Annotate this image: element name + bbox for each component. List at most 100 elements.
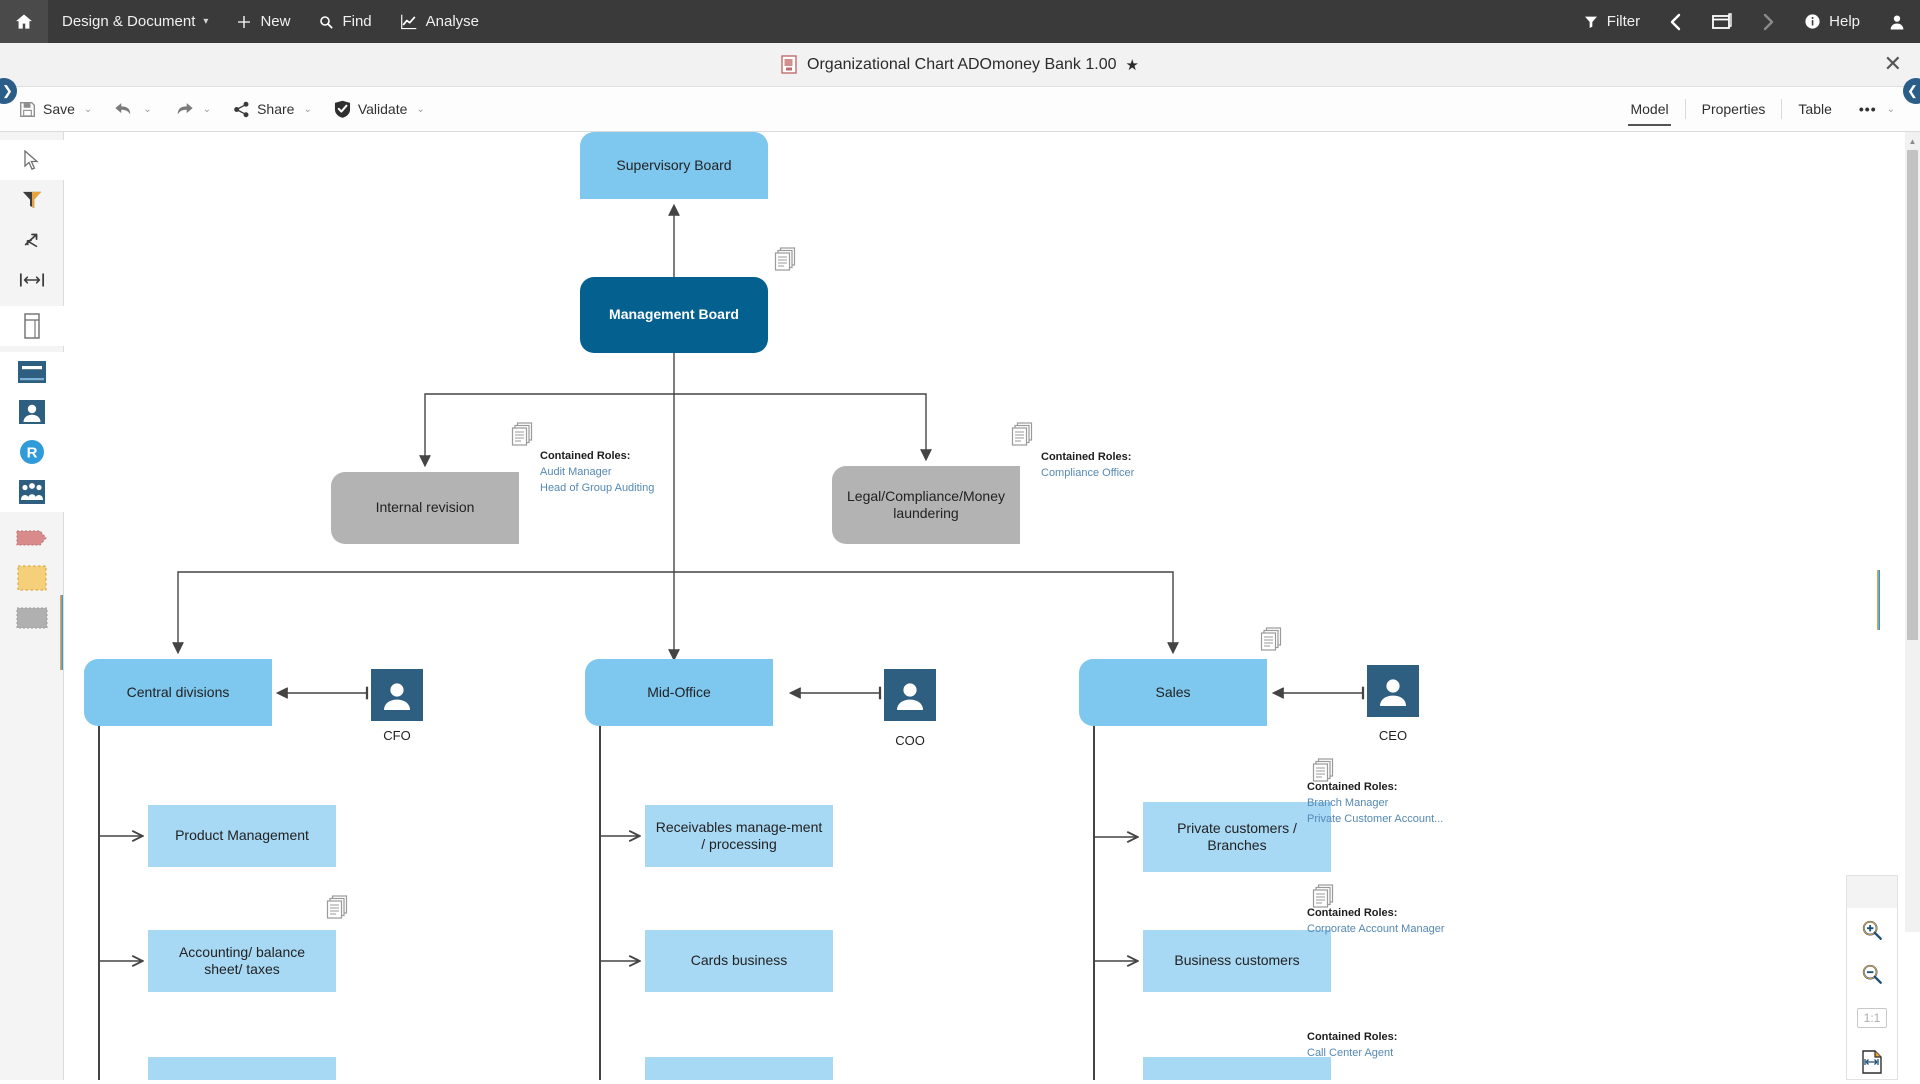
filter-button[interactable]: Filter xyxy=(1569,0,1654,43)
docs-internal-revision-icon[interactable] xyxy=(511,422,533,446)
node-internal-revision[interactable]: Internal revision xyxy=(331,472,519,544)
menu-new[interactable]: New xyxy=(222,0,304,43)
menu-analyse[interactable]: Analyse xyxy=(386,0,493,43)
share-label: Share xyxy=(257,101,294,117)
node-product-management[interactable]: Product Management xyxy=(148,805,336,867)
menu-find[interactable]: Find xyxy=(304,0,385,43)
sticky-note-icon[interactable] xyxy=(0,558,64,598)
node-accounting-balance-sheet-taxes[interactable]: Accounting/ balance sheet/ taxes xyxy=(148,930,336,992)
tab-table[interactable]: Table xyxy=(1782,87,1847,132)
nav-forward-button[interactable] xyxy=(1746,0,1790,43)
performer-ceo-label: CEO xyxy=(1353,728,1433,743)
toolbar-overflow-button[interactable]: ••• ⌄ xyxy=(1848,87,1906,132)
organizational-unit-icon[interactable] xyxy=(0,352,64,392)
zoom-out-button[interactable] xyxy=(1847,952,1897,996)
node-supervisory-board[interactable]: Supervisory Board xyxy=(580,132,768,199)
filter-tool-icon[interactable] xyxy=(0,180,64,220)
node-central-divisions-child-3[interactable] xyxy=(148,1057,336,1080)
node-label: Receivables manage-ment / processing xyxy=(655,819,823,854)
vertical-scrollbar[interactable]: ▲ xyxy=(1905,132,1920,932)
roles-private-customers: Contained Roles: Branch Manager Private … xyxy=(1307,780,1443,828)
nav-back-button[interactable] xyxy=(1654,0,1698,43)
home-button[interactable] xyxy=(0,0,48,43)
scroll-up-icon[interactable]: ▲ xyxy=(1905,134,1920,148)
performer-ceo[interactable] xyxy=(1367,665,1419,717)
node-private-customers-branches[interactable]: Private customers / Branches xyxy=(1143,802,1331,872)
performer-cfo[interactable] xyxy=(371,669,423,721)
role-item[interactable]: Head of Group Auditing xyxy=(540,481,654,497)
node-label: Cards business xyxy=(691,952,788,970)
save-label: Save xyxy=(43,101,75,117)
save-dropdown-chevron-icon[interactable]: ⌄ xyxy=(84,104,92,115)
fit-to-page-button[interactable] xyxy=(1847,1040,1897,1084)
node-management-board[interactable]: Management Board xyxy=(580,277,768,353)
share-dropdown-chevron-icon[interactable]: ⌄ xyxy=(303,104,311,115)
node-receivables-management-processing[interactable]: Receivables manage-ment / processing xyxy=(645,805,833,867)
node-label: Mid-Office xyxy=(647,684,711,702)
role-item[interactable]: Branch Manager xyxy=(1307,796,1443,812)
home-icon xyxy=(14,12,34,32)
validate-dropdown-chevron-icon[interactable]: ⌄ xyxy=(416,104,424,115)
role-item[interactable]: Compliance Officer xyxy=(1041,466,1134,482)
swimlane-tool-icon[interactable] xyxy=(0,306,64,346)
zoom-in-button[interactable] xyxy=(1847,908,1897,952)
docs-business-customers-icon[interactable] xyxy=(1312,884,1334,908)
window-icon xyxy=(1712,13,1732,31)
search-icon xyxy=(318,14,334,30)
node-cards-business[interactable]: Cards business xyxy=(645,930,833,992)
redo-dropdown-chevron-icon[interactable]: ⌄ xyxy=(203,104,211,115)
docs-legal-compliance-icon[interactable] xyxy=(1011,422,1033,446)
performer-coo[interactable] xyxy=(884,669,936,721)
undo-button[interactable]: ⌄ xyxy=(103,87,162,132)
tab-model[interactable]: Model xyxy=(1614,87,1684,132)
group-icon[interactable] xyxy=(0,472,64,512)
distance-tool-icon[interactable] xyxy=(0,260,64,300)
save-button[interactable]: Save ⌄ xyxy=(8,87,103,132)
performer-icon[interactable] xyxy=(0,392,64,432)
menu-design-document[interactable]: Design & Document ▾ xyxy=(48,0,222,43)
overflow-chevron-icon: ⌄ xyxy=(1887,104,1895,115)
validate-button[interactable]: Validate ⌄ xyxy=(323,87,436,132)
role-item[interactable]: Audit Manager xyxy=(540,465,654,481)
node-sales-child-3[interactable] xyxy=(1143,1057,1331,1080)
role-icon[interactable]: R xyxy=(0,432,64,472)
user-account-button[interactable] xyxy=(1874,0,1920,43)
node-central-divisions[interactable]: Central divisions xyxy=(84,659,272,726)
note-tag-icon[interactable] xyxy=(0,518,64,558)
tab-properties[interactable]: Properties xyxy=(1686,87,1782,132)
roles-internal-revision: Contained Roles: Audit Manager Head of G… xyxy=(540,449,654,497)
help-label: Help xyxy=(1829,13,1860,30)
top-navigation-bar: Design & Document ▾ New Find Analyse Fil… xyxy=(0,0,1920,43)
menu-new-label: New xyxy=(260,13,290,30)
pointer-tool-icon[interactable] xyxy=(0,140,64,180)
docs-sales-icon[interactable] xyxy=(1260,627,1282,651)
help-button[interactable]: Help xyxy=(1790,0,1874,43)
connector-tool-icon[interactable] xyxy=(0,220,64,260)
role-item[interactable]: Call Center Agent xyxy=(1307,1046,1397,1062)
undo-dropdown-chevron-icon[interactable]: ⌄ xyxy=(143,104,151,115)
docs-management-board-icon[interactable] xyxy=(774,247,796,271)
docs-accounting-icon[interactable] xyxy=(326,895,348,919)
node-business-customers[interactable]: Business customers xyxy=(1143,930,1331,992)
overflow-dots-icon: ••• xyxy=(1859,101,1877,117)
node-sales[interactable]: Sales xyxy=(1079,659,1267,726)
diagram-content: Supervisory Board Management Board Inter… xyxy=(64,132,1857,1080)
node-label: Management Board xyxy=(609,306,739,324)
vertical-scrollbar-thumb[interactable] xyxy=(1907,150,1918,640)
docs-private-customers-icon[interactable] xyxy=(1312,758,1334,782)
node-mid-office[interactable]: Mid-Office xyxy=(585,659,773,726)
close-icon[interactable]: ✕ xyxy=(1884,54,1902,76)
redo-button[interactable]: ⌄ xyxy=(163,87,222,132)
node-mid-office-child-3[interactable] xyxy=(645,1057,833,1080)
zoom-actual-size-button[interactable]: 1:1 xyxy=(1847,996,1897,1040)
node-legal-compliance[interactable]: Legal/Compliance/Money laundering xyxy=(832,466,1020,544)
editor-toolbar: Save ⌄ ⌄ ⌄ Share ⌄ Validate ⌄ Mod xyxy=(0,87,1920,132)
role-item[interactable]: Private Customer Account... xyxy=(1307,812,1443,828)
window-button[interactable] xyxy=(1698,0,1746,43)
grey-box-icon[interactable] xyxy=(0,598,64,638)
role-item[interactable]: Corporate Account Manager xyxy=(1307,922,1445,938)
favorite-star-icon[interactable]: ★ xyxy=(1126,56,1139,74)
diagram-canvas[interactable]: Supervisory Board Management Board Inter… xyxy=(64,132,1857,1080)
share-button[interactable]: Share ⌄ xyxy=(222,87,323,132)
roles-legal-compliance: Contained Roles: Compliance Officer xyxy=(1041,450,1134,482)
